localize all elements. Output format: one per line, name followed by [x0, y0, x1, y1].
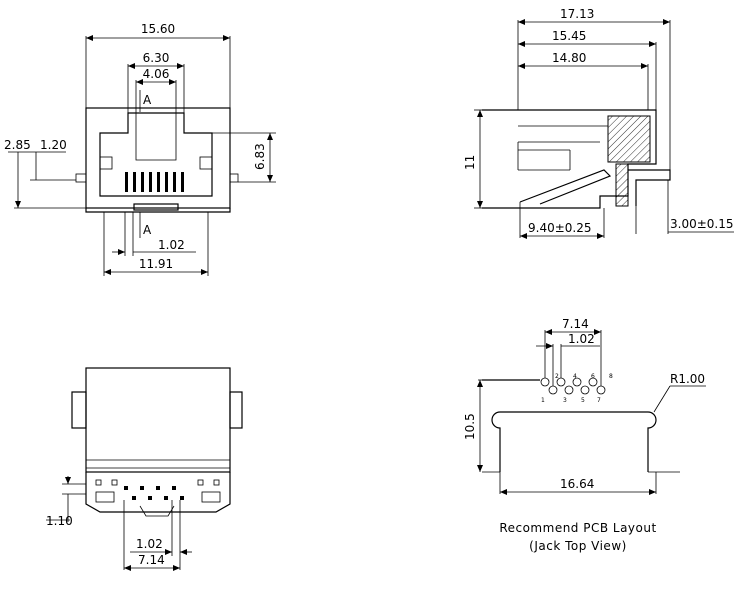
- pcb-span-dim: 7.14: [562, 317, 589, 331]
- pcb-cutout-right: [500, 411, 657, 472]
- section-a-top: A: [143, 93, 152, 107]
- front-inner-frame: [99, 112, 213, 197]
- bottom-pitch-dim: 1.02: [136, 537, 163, 551]
- bottom-led-left: [95, 491, 115, 503]
- pcb-caption-subtitle: (Jack Top View): [529, 539, 627, 553]
- plug-window: [135, 113, 177, 161]
- side-dim-b: 15.45: [552, 29, 586, 43]
- bottom-peg-right: [229, 391, 243, 429]
- pcb-pin-label-3: 3: [563, 397, 567, 404]
- pcb-pin-label-5: 5: [581, 397, 585, 404]
- side-dim-c: 14.80: [552, 51, 586, 65]
- pcb-pin-holes: [540, 377, 606, 395]
- pcb-pin-label-2: 2: [555, 373, 559, 380]
- bottom-body-outline: [85, 367, 231, 473]
- front-pitch-dim: 1.02: [158, 238, 185, 252]
- side-height-dim: 11: [463, 155, 477, 170]
- pcb-pitch-dim: 1.02: [568, 332, 595, 346]
- front-height-dim: 6.83: [253, 143, 267, 170]
- front-peg-right: [229, 173, 239, 183]
- side-hatched-wall: [607, 115, 651, 163]
- front-contacts: [125, 172, 184, 192]
- bottom-led-right: [201, 491, 221, 503]
- pcb-pin-label-7: 7: [597, 397, 601, 404]
- front-body-outline: [85, 107, 231, 209]
- pcb-layout-view: 1 2 3 4 5 6 7 8 7.14 1.02 R1.00 10.5 16.…: [463, 317, 706, 553]
- bottom-pins: [124, 486, 184, 500]
- side-hatched-post: [615, 163, 629, 207]
- pcb-cutout-left: [491, 411, 501, 472]
- pcb-pin-label-6: 6: [591, 373, 595, 380]
- pcb-pin-label-8: 8: [609, 373, 613, 380]
- pcb-height-dim: 10.5: [463, 413, 477, 440]
- pcb-pin-label-1: 1: [541, 397, 545, 404]
- side-depth-dim: 9.40±0.25: [528, 221, 592, 235]
- bottom-peg-left: [71, 391, 87, 429]
- bottom-base-plate: [85, 472, 231, 513]
- front-peg-left: [75, 173, 87, 183]
- side-spring-contact: [519, 169, 612, 205]
- bottom-view: 1.10 1.02 7.14: [46, 367, 243, 571]
- side-tail: [628, 169, 671, 206]
- pcb-pin-label-4: 4: [573, 373, 577, 380]
- front-led-right: [199, 156, 213, 170]
- pcb-radius-dim: R1.00: [670, 372, 705, 386]
- section-a-bottom: A: [143, 223, 152, 237]
- side-section-view: 17.13 15.45 14.80 11 9.40±0.25 3.00±0.15: [463, 7, 734, 239]
- side-dim-a: 17.13: [560, 7, 594, 21]
- front-view: 15.60 6.30 4.06 A 2.85 1.20 6.83 A: [4, 22, 276, 276]
- front-left-dim-a: 2.85: [4, 138, 31, 152]
- pcb-caption-title: Recommend PCB Layout: [499, 521, 656, 535]
- bottom-offset-dim: 1.10: [46, 514, 73, 528]
- front-led-left: [99, 156, 113, 170]
- front-upper-dim: 6.30: [143, 51, 170, 65]
- front-base: [85, 208, 231, 213]
- front-width-dim: 15.60: [141, 22, 175, 36]
- front-base-tab: [133, 203, 179, 211]
- front-left-dim-b: 1.20: [40, 138, 67, 152]
- side-tail-dim: 3.00±0.15: [670, 217, 734, 231]
- pcb-width-dim: 16.64: [560, 477, 594, 491]
- front-bottom-dim: 11.91: [139, 257, 173, 271]
- front-inner-dim: 4.06: [143, 67, 170, 81]
- bottom-span-dim: 7.14: [138, 553, 165, 567]
